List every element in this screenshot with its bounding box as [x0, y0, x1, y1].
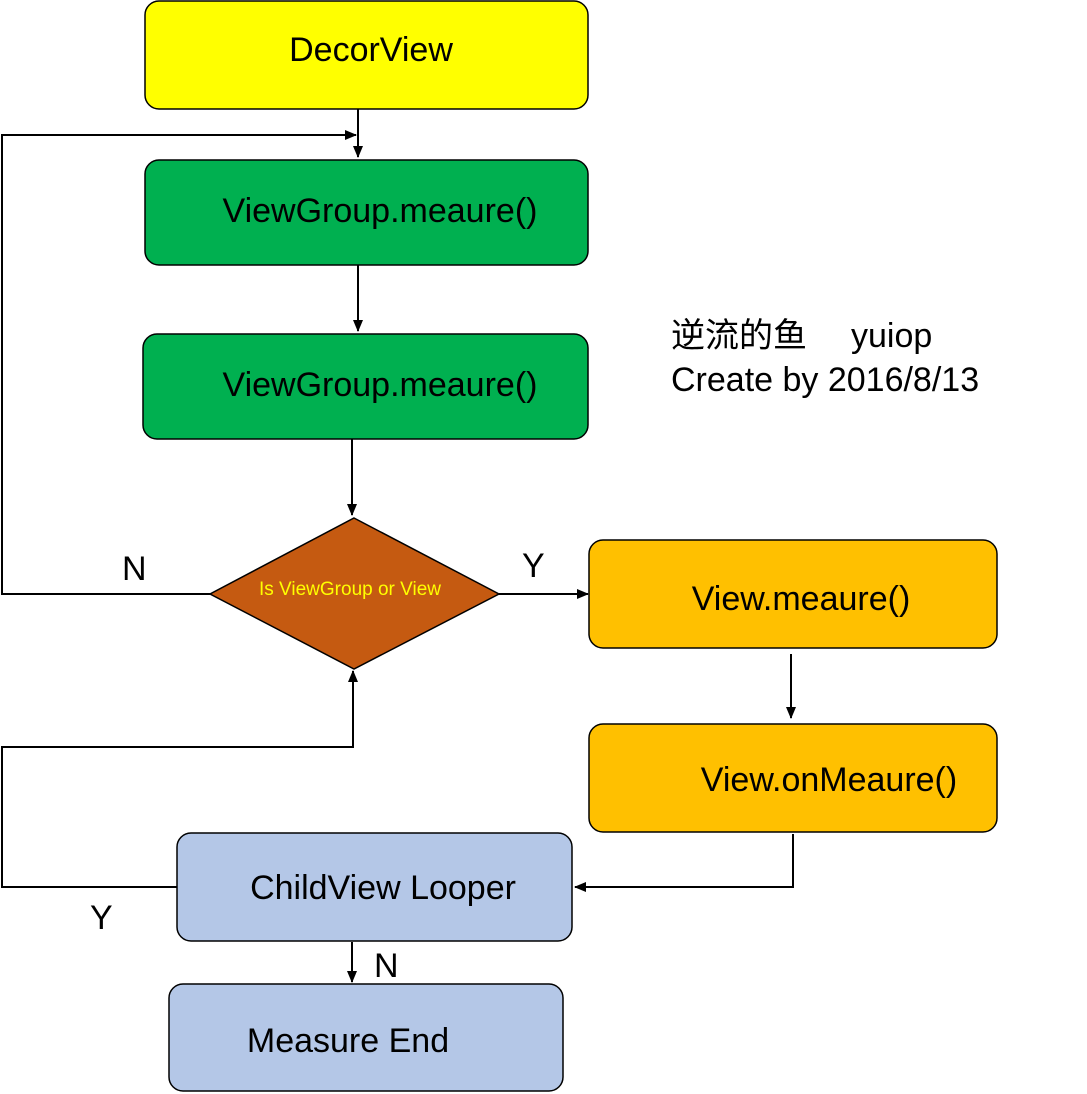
viewgroup-measure-1-label: ViewGroup.meaure() — [223, 192, 538, 230]
author-id: yuiop — [851, 317, 933, 355]
decision-yes-label: Y — [522, 547, 545, 585]
node-view-measure: View.meaure() — [588, 539, 998, 649]
viewgroup-measure-1-box — [144, 159, 589, 266]
childview-looper-label: ChildView Looper — [250, 869, 516, 907]
view-on-measure-label: View.onMeaure() — [701, 761, 957, 799]
measure-end-box — [168, 983, 564, 1092]
decision-no-label: N — [122, 550, 147, 588]
view-on-measure-box — [588, 723, 998, 833]
node-decision: Is ViewGroup or View — [208, 517, 501, 670]
node-viewgroup-measure-1: ViewGroup.meaure() — [144, 159, 589, 266]
author-cn-name: 逆流的鱼 — [671, 317, 807, 355]
decision-diamond — [208, 517, 501, 670]
viewgroup-measure-2-box — [142, 333, 589, 440]
childview-looper-box — [176, 832, 573, 942]
node-decorview: DecorView — [144, 0, 589, 110]
decorview-label: DecorView — [289, 31, 453, 69]
decorview-box — [144, 0, 589, 110]
view-measure-label: View.meaure() — [692, 580, 911, 618]
connectors — [1, 109, 796, 983]
measure-end-label: Measure End — [247, 1022, 449, 1060]
view-measure-box — [588, 539, 998, 649]
node-measure-end: Measure End — [168, 983, 564, 1092]
node-childview-looper: ChildView Looper — [176, 832, 573, 942]
looper-yes-label: Y — [90, 899, 113, 937]
created-date: Create by 2016/8/13 — [671, 361, 980, 399]
node-viewgroup-measure-2: ViewGroup.meaure() — [142, 333, 589, 440]
edge-looper-yes-loop — [1, 670, 358, 888]
looper-no-label: N — [374, 947, 399, 985]
decision-label: Is ViewGroup or View — [259, 579, 441, 600]
edge-decision-no-loop — [1, 130, 357, 595]
edge-onmeasure-to-looper — [574, 834, 794, 892]
node-view-on-measure: View.onMeaure() — [588, 723, 998, 833]
viewgroup-measure-2-label: ViewGroup.meaure() — [223, 366, 538, 404]
author-credit: 逆流的鱼 yuiop Create by 2016/8/13 — [671, 314, 979, 402]
